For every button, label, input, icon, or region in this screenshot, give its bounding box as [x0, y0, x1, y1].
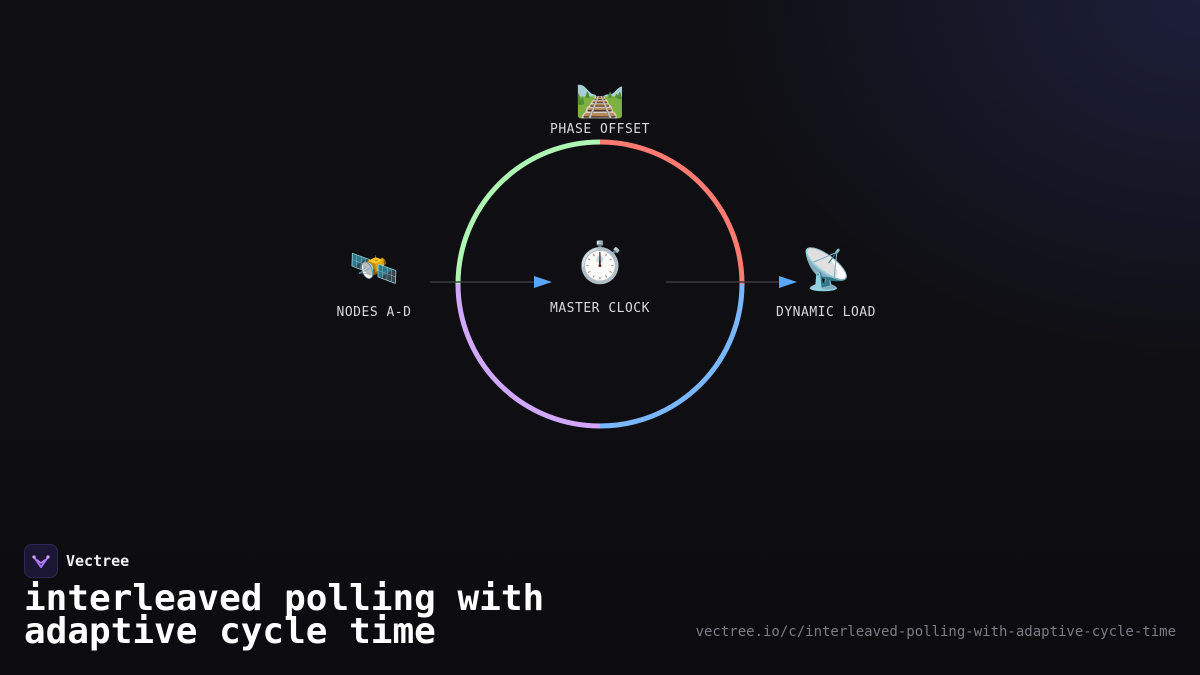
brand: Vectree: [24, 544, 129, 578]
node-phase-offset: 🛤️ PHASE OFFSET: [550, 74, 650, 137]
satellite-dish-icon: 📡: [801, 244, 851, 293]
ring-segment-bottom-right: [599, 283, 745, 429]
node-label-phase-offset: PHASE OFFSET: [550, 122, 650, 137]
node-label-dynamic-load: DYNAMIC LOAD: [776, 305, 876, 320]
node-master-clock: ⏱️ MASTER CLOCK: [550, 239, 650, 316]
node-nodes-a-d: 🛰️ NODES A-D: [337, 246, 412, 320]
node-label-master-clock: MASTER CLOCK: [550, 301, 650, 316]
stopwatch-icon: ⏱️: [575, 239, 625, 286]
node-label-nodes-a-d: NODES A-D: [337, 305, 412, 320]
satellite-icon: 🛰️: [349, 246, 399, 292]
arrowhead-nodes-to-clock: [534, 276, 552, 288]
ring-segment-bottom-left: [455, 283, 601, 429]
brand-name: Vectree: [66, 552, 130, 570]
page-url[interactable]: vectree.io/c/interleaved-polling-with-ad…: [695, 624, 1176, 640]
page-title: interleaved polling with adaptive cycle …: [24, 578, 545, 652]
node-dynamic-load: 📡 DYNAMIC LOAD: [776, 244, 876, 320]
vectree-logo-icon: [24, 544, 58, 578]
railway-track-icon: 🛤️: [575, 74, 625, 120]
ring-segment-top-left: [455, 139, 601, 285]
arrowhead-clock-to-load: [779, 276, 797, 288]
ring-segment-top-right: [599, 139, 745, 285]
